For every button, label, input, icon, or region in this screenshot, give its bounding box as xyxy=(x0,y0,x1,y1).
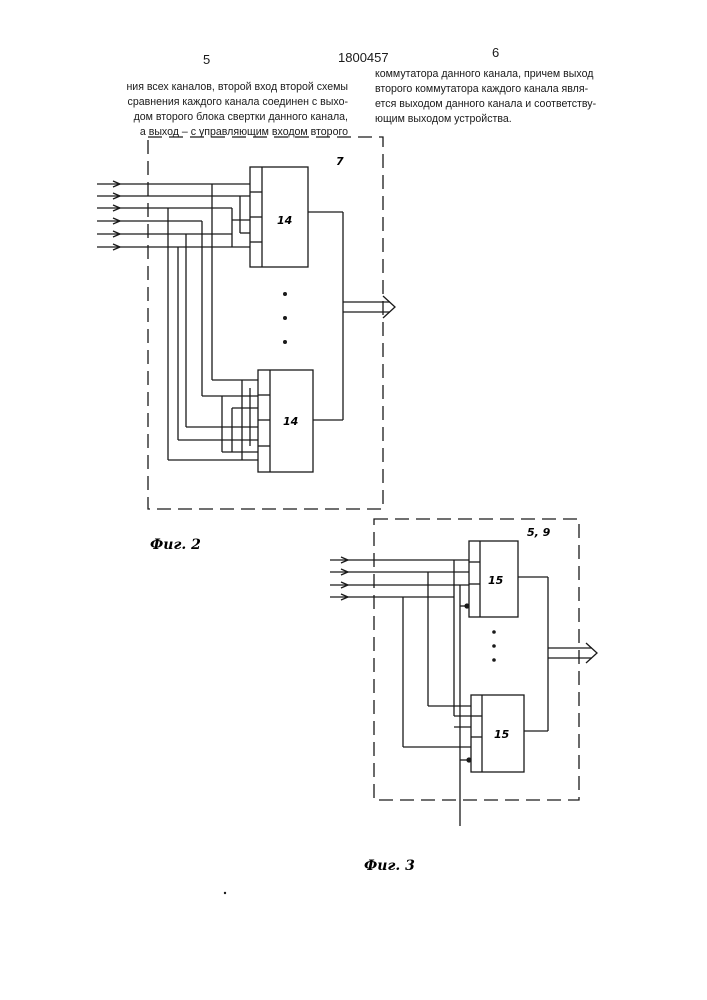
figure-2-outer-frame xyxy=(148,137,383,509)
continuation-dot xyxy=(492,658,496,662)
scan-speck xyxy=(224,892,226,894)
figure-2-diagram xyxy=(97,137,395,509)
figure-2-block-top-label: 14 xyxy=(277,214,292,227)
figure-2-block-bottom-label: 14 xyxy=(283,415,298,428)
figure-2-outer-label: 7 xyxy=(336,155,344,168)
continuation-dot xyxy=(283,292,287,296)
figure-3-block-top-label: 15 xyxy=(488,574,504,587)
figure-3-caption: Фиг. 3 xyxy=(364,858,415,874)
junction-dot xyxy=(464,603,469,608)
figure-3-diagram xyxy=(330,519,597,826)
figure-3-block-bottom-label: 15 xyxy=(494,728,510,741)
figure-2-caption: Фиг. 2 xyxy=(150,537,201,553)
figure-3-outer-label: 5, 9 xyxy=(527,526,551,539)
continuation-dot xyxy=(283,340,287,344)
continuation-dot xyxy=(283,316,287,320)
junction-dot xyxy=(466,757,471,762)
continuation-dot xyxy=(492,630,496,634)
continuation-dot xyxy=(492,644,496,648)
